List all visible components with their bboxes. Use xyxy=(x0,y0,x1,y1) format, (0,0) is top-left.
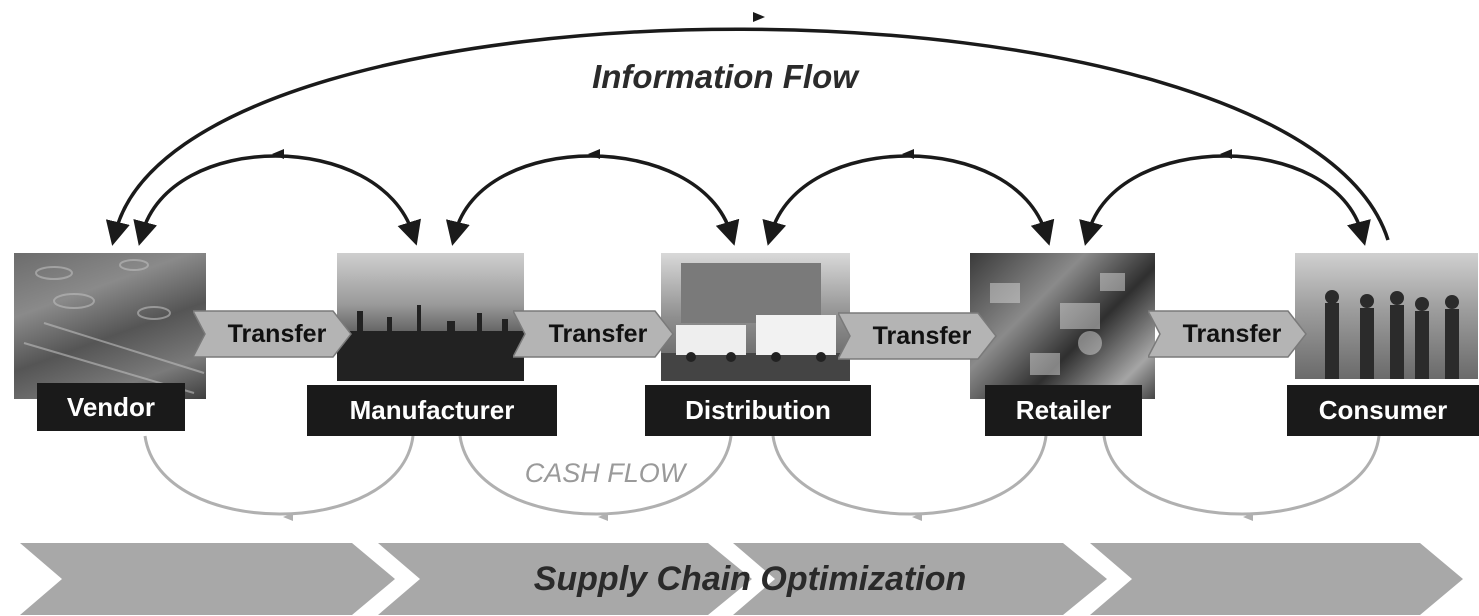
info-arc-2 xyxy=(445,154,740,246)
optimization-chevron-2 xyxy=(378,543,752,615)
information-flow-arc xyxy=(105,27,1390,246)
stage-label-vendor: Vendor xyxy=(37,383,185,431)
stage-label-manufacturer: Manufacturer xyxy=(307,385,557,436)
stage-label-distribution: Distribution xyxy=(645,385,871,436)
supply-chain-optimization-label: Supply Chain Optimization xyxy=(533,560,967,598)
transfer-arrow-4: Transfer xyxy=(1148,309,1308,359)
info-arc-1 xyxy=(133,154,421,246)
cash-arc-2 xyxy=(458,435,733,516)
distribution-photo xyxy=(661,253,850,381)
optimization-chevron-3 xyxy=(733,543,1107,615)
optimization-chevron-1 xyxy=(20,543,395,615)
transfer-label: Transfer xyxy=(227,319,327,348)
cash-arc-3 xyxy=(771,435,1048,516)
cash-arc-4 xyxy=(1102,435,1381,516)
info-arc-4 xyxy=(1079,154,1371,246)
info-arc-3 xyxy=(762,154,1055,246)
stage-label-retailer: Retailer xyxy=(985,385,1142,436)
stage-label-consumer: Consumer xyxy=(1287,385,1479,436)
cash-flow-label: CASH FLOW xyxy=(524,458,686,488)
consumer-photo xyxy=(1295,253,1478,379)
optimization-chevron-4 xyxy=(1090,543,1463,615)
transfer-label: Transfer xyxy=(1182,319,1282,348)
cash-arc-1 xyxy=(143,435,415,516)
retailer-photo xyxy=(970,253,1155,399)
vendor-photo xyxy=(14,253,206,399)
transfer-label: Transfer xyxy=(872,321,972,350)
transfer-arrow-3: Transfer xyxy=(838,311,998,361)
manufacturer-photo xyxy=(337,253,524,381)
transfer-arrow-2: Transfer xyxy=(513,309,675,359)
transfer-arrow-1: Transfer xyxy=(193,309,353,359)
information-flow-label: Information Flow xyxy=(592,58,858,95)
transfer-label: Transfer xyxy=(548,319,648,348)
